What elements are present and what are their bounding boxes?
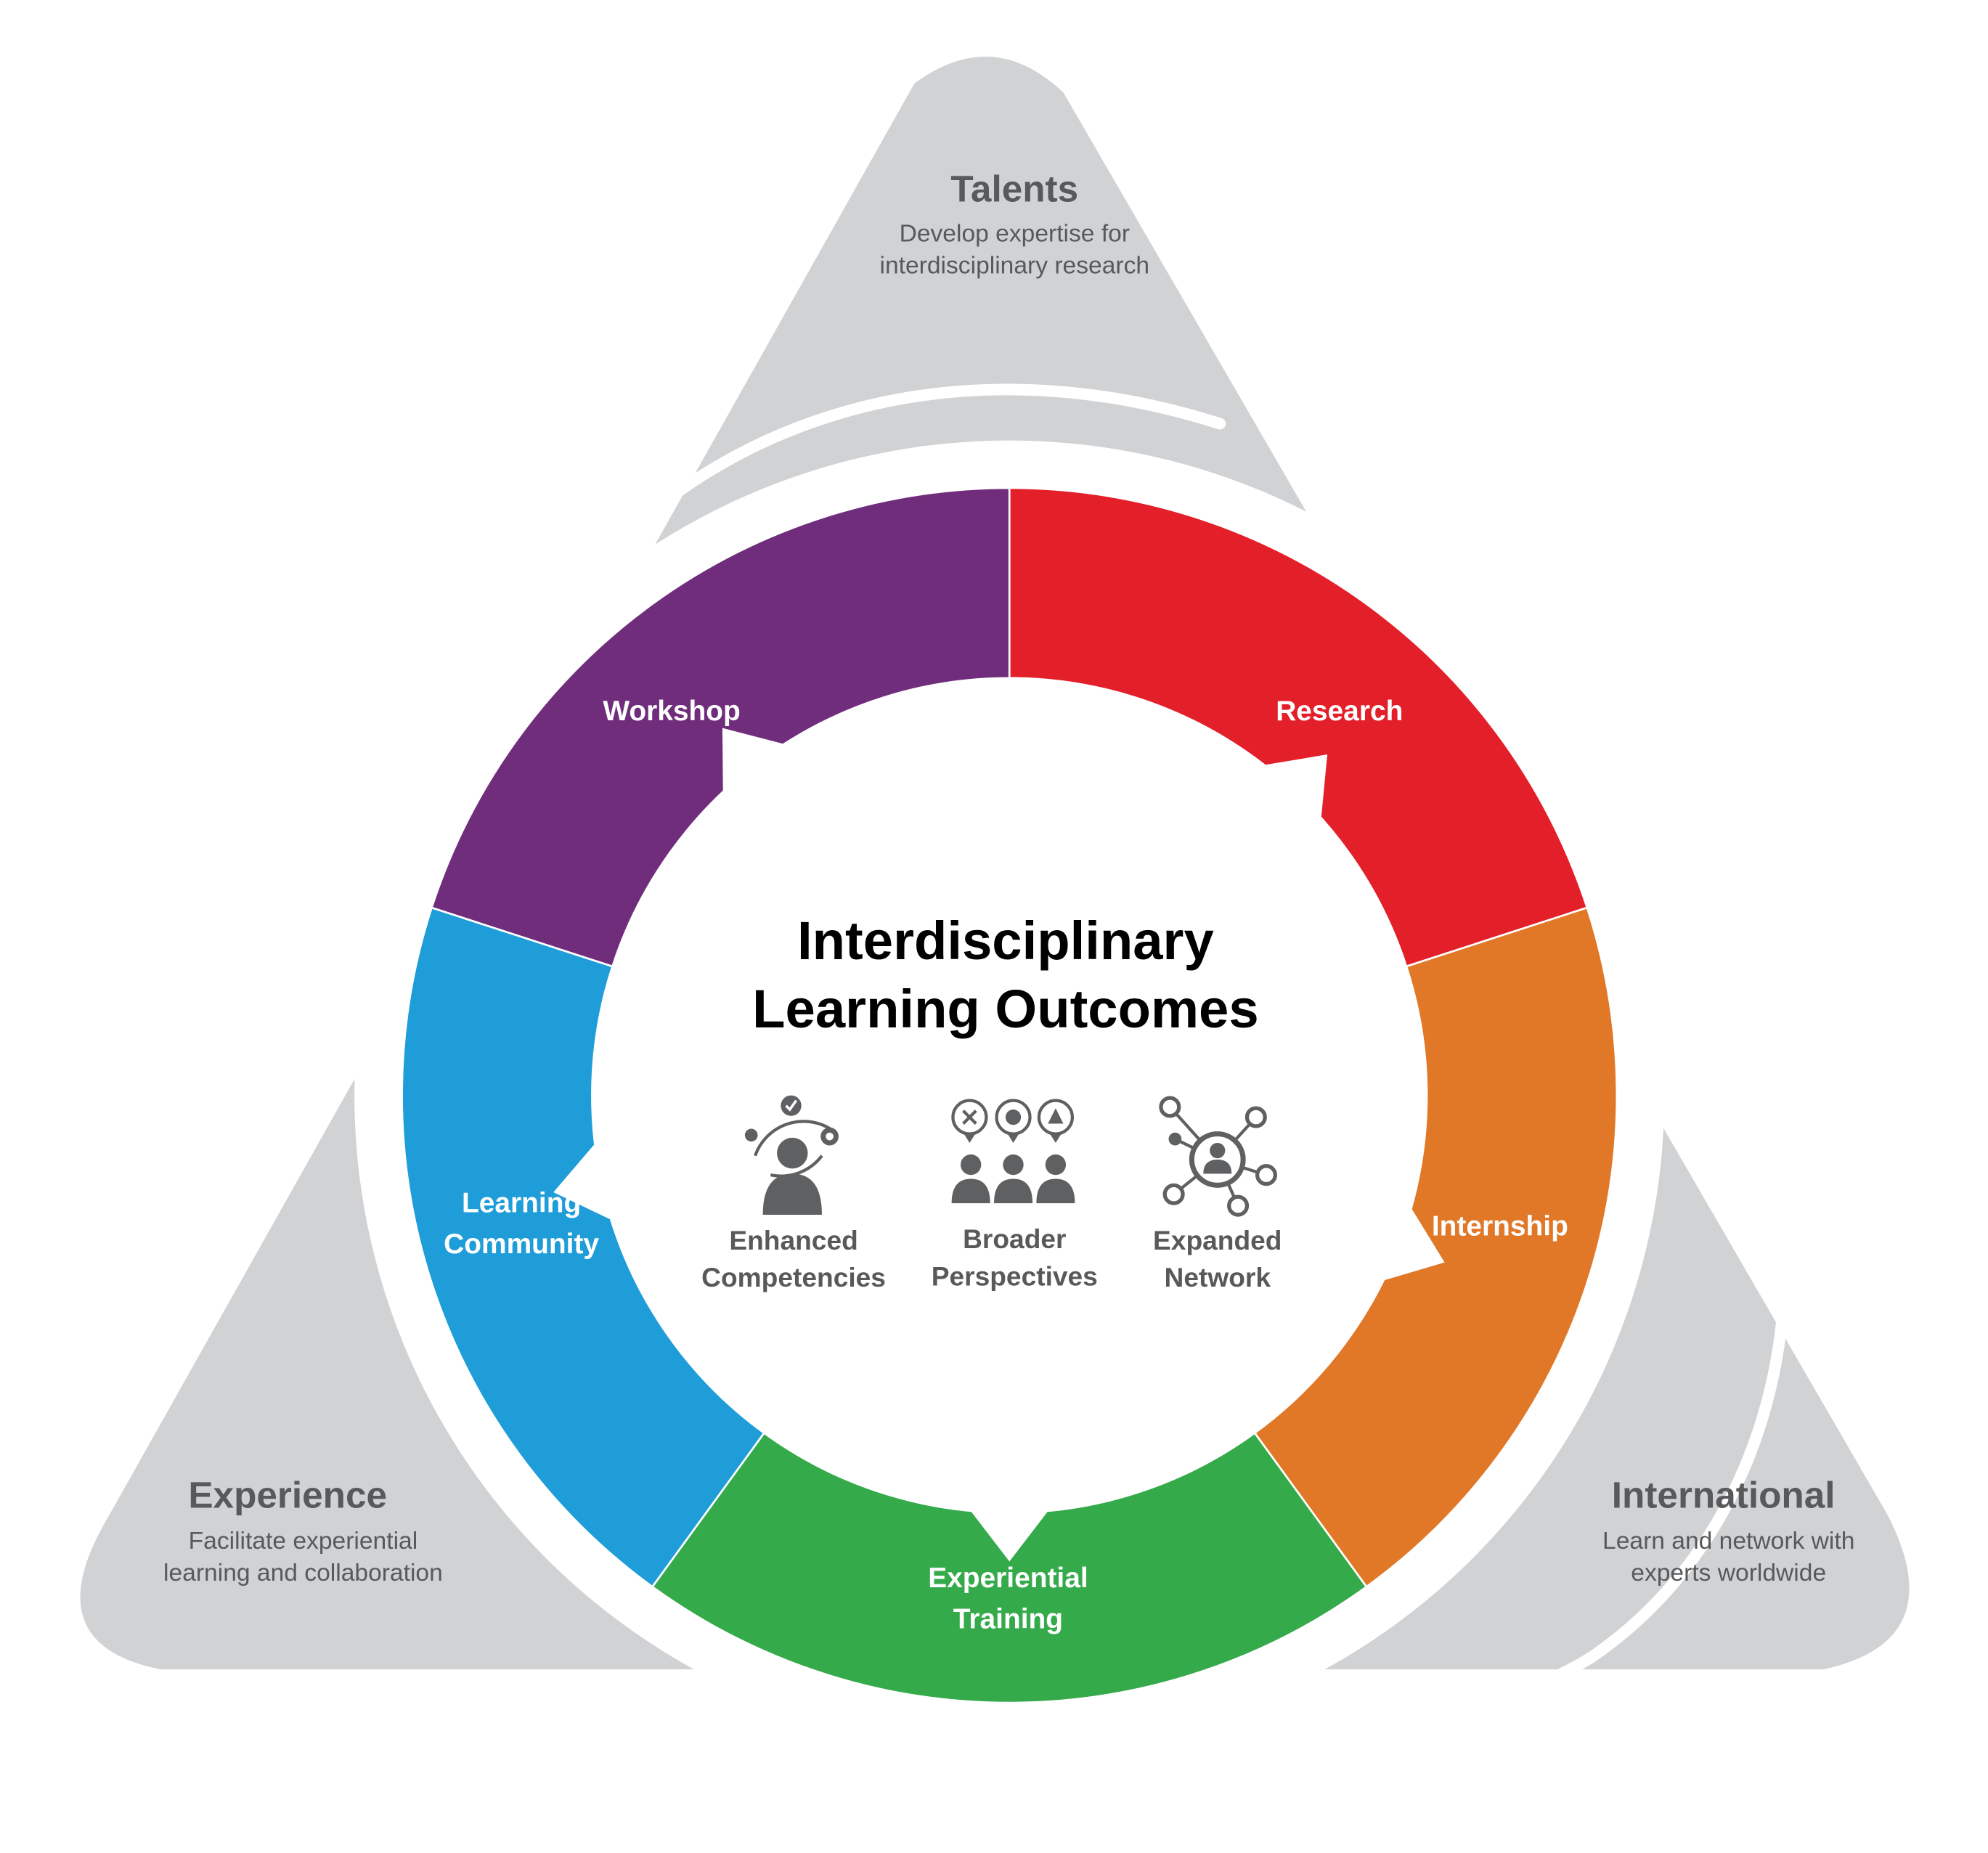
- international-desc-line1: Learn and network with: [1602, 1528, 1854, 1555]
- outcome-label-perspectives: Perspectives: [932, 1261, 1098, 1291]
- outcome-label-competencies: Competencies: [701, 1262, 886, 1292]
- arrow-notch: [722, 728, 791, 799]
- arrow-notch: [553, 1138, 618, 1223]
- group-perspectives-icon: [951, 1099, 1075, 1204]
- center-title-line1: Interdisciplinary: [797, 911, 1214, 971]
- swoosh-arc-right: [546, 880, 1791, 1772]
- outcome-label-expanded: Expanded: [1153, 1225, 1282, 1255]
- talents-title: Talents: [950, 168, 1078, 210]
- experience-desc-line1: Facilitate experiential: [189, 1528, 418, 1555]
- talents-desc-line2: interdisciplinary research: [880, 253, 1150, 280]
- arrow-notch: [1257, 754, 1328, 826]
- segment-label-learning-community-line2: Community: [444, 1229, 599, 1260]
- swoosh-arc-top: [514, 383, 1226, 667]
- network-icon: [1159, 1096, 1278, 1217]
- outcome-label-enhanced: Enhanced: [729, 1225, 857, 1255]
- outcome-labels: Enhanced Competencies Broader Perspectiv…: [701, 1223, 1282, 1292]
- outcome-icons: [744, 1095, 1278, 1217]
- outcome-label-network: Network: [1165, 1262, 1271, 1292]
- segment-label-experiential-training[interactable]: Experiential: [928, 1563, 1088, 1594]
- ring-segments: [401, 486, 1618, 1704]
- segment-labels: Research Internship Experiential Trainin…: [444, 696, 1568, 1634]
- talents-desc-line1: Develop expertise for: [900, 220, 1130, 247]
- inner-disk-circle: [592, 677, 1427, 1513]
- arrow-notch: [966, 1505, 1053, 1562]
- segment-label-learning-community[interactable]: Learning: [462, 1188, 581, 1219]
- segment-label-research[interactable]: Research: [1276, 696, 1403, 727]
- center-title-line2: Learning Outcomes: [752, 979, 1258, 1039]
- arrow-notch: [1377, 1202, 1445, 1283]
- international-title: International: [1612, 1474, 1836, 1515]
- segment-label-internship[interactable]: Internship: [1432, 1210, 1568, 1242]
- center-title-group: Interdisciplinary Learning Outcomes: [752, 911, 1258, 1039]
- segment-label-workshop[interactable]: Workshop: [603, 696, 740, 727]
- outcome-label-broader: Broader: [963, 1223, 1066, 1254]
- experience-title: Experience: [188, 1474, 387, 1515]
- segment-label-experiential-training-line2: Training: [953, 1604, 1063, 1635]
- person-skills-icon: [744, 1095, 839, 1215]
- corner-talents: Talents Develop expertise for interdisci…: [880, 168, 1150, 280]
- inner-disk: [553, 677, 1445, 1562]
- international-desc-line2: experts worldwide: [1631, 1560, 1826, 1587]
- corner-international: International Learn and network with exp…: [1602, 1474, 1854, 1587]
- corner-experience: Experience Facilitate experiential learn…: [163, 1474, 443, 1587]
- experience-desc-line2: learning and collaboration: [163, 1560, 443, 1587]
